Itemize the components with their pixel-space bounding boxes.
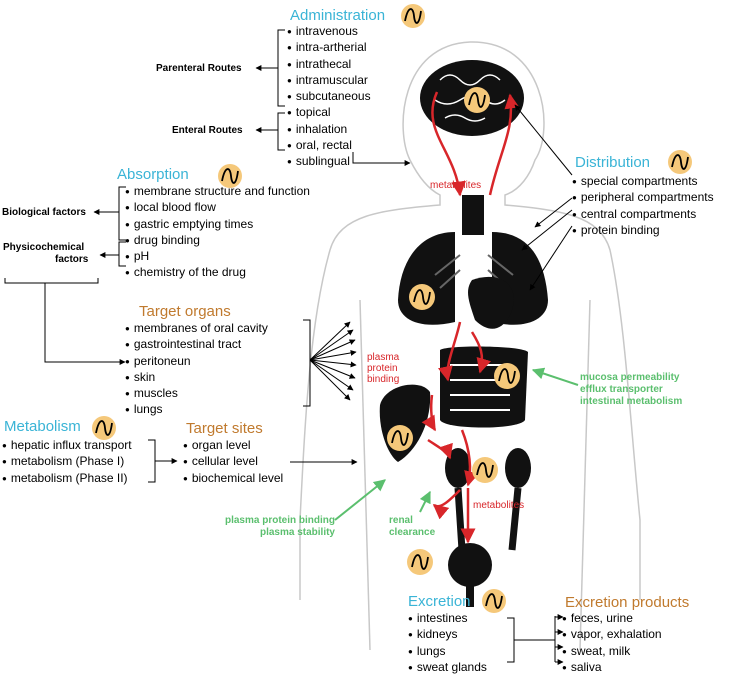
wave-badges [92,4,692,613]
excretion-list: intestines kidneys lungs sweat glands [408,611,487,676]
list-item: sublingual [287,154,371,170]
absorption-title: Absorption [117,166,189,183]
target-organs-title: Target organs [139,303,231,320]
distribution-title: Distribution [575,154,651,171]
gut-note-3: intestinal metabolism [580,396,683,407]
metabolism-title: Metabolism [4,418,81,435]
plasma-label: plasma [367,352,400,363]
list-item: drug binding [125,233,310,249]
list-item: organ level [183,438,283,454]
metabolites-top-label: metabolites [430,180,482,191]
heart [468,276,514,329]
kidney-right [505,448,531,488]
list-item: inhalation [287,122,371,138]
list-item: metabolism (Phase I) [2,454,132,470]
absorption-list: membrane structure and function local bl… [125,184,310,282]
list-item: intrathecal [287,57,371,73]
list-item: peripheral compartments [572,190,714,206]
list-item: feces, urine [562,611,662,627]
list-item: topical [287,105,371,121]
excretion-products-list: feces, urine vapor, exhalation sweat, mi… [562,611,662,676]
list-item: intravenous [287,24,371,40]
list-item: lungs [408,644,487,660]
list-item: protein binding [572,223,714,239]
list-item: central compartments [572,207,714,223]
list-item: intestines [408,611,487,627]
target-sites-list: organ level cellular level biochemical l… [183,438,283,487]
liver-note-2: plasma stability [259,527,335,538]
bladder [448,543,492,587]
distribution-list: special compartments peripheral compartm… [572,174,714,239]
physicochemical-label: Physicochemical [3,242,85,253]
target-sites-title: Target sites [186,420,263,437]
renal-note-2: clearance [389,527,436,538]
list-item: sweat, milk [562,644,662,660]
binding-label: binding [367,374,400,385]
list-item: special compartments [572,174,714,190]
protein-label: protein [367,363,398,374]
target-organs-list: membranes of oral cavity gastrointestina… [125,321,268,419]
list-item: membrane structure and function [125,184,310,200]
list-item: gastrointestinal tract [125,337,268,353]
parenteral-routes-label: Parenteral Routes [156,63,242,74]
red-arrows [421,91,520,544]
list-item: muscles [125,386,268,402]
body-outline [299,41,641,651]
list-item: local blood flow [125,200,310,216]
trachea [462,195,484,235]
administration-routes-list: intravenous intra-artherial intrathecal … [287,24,371,171]
list-item: vapor, exhalation [562,627,662,643]
list-item: gastric emptying times [125,217,310,233]
list-item: cellular level [183,454,283,470]
liver [379,384,431,462]
intestines [440,346,528,428]
gut-note-1: mucosa permeability [580,372,680,383]
list-item: intra-artherial [287,40,371,56]
list-item: pH [125,249,310,265]
excretion-title: Excretion [408,593,471,610]
list-item: peritoneun [125,354,268,370]
liver-note-1: plasma protein binding [224,515,335,526]
list-item: membranes of oral cavity [125,321,268,337]
green-arrows [334,367,579,521]
biological-factors-label: Biological factors [2,207,86,218]
excretion-products-title: Excretion products [565,594,690,611]
enteral-routes-label: Enteral Routes [172,125,243,136]
metabolism-list: hepatic influx transport metabolism (Pha… [2,438,132,487]
list-item: lungs [125,402,268,418]
list-item: metabolism (Phase II) [2,471,132,487]
urethra [466,585,474,607]
list-item: oral, rectal [287,138,371,154]
list-item: kidneys [408,627,487,643]
gut-note-2: efflux transporter [580,384,663,395]
metabolites-bottom-label: metabolites [473,500,525,511]
list-item: intramuscular [287,73,371,89]
renal-note-1: renal [389,515,413,526]
list-item: subcutaneous [287,89,371,105]
list-item: biochemical level [183,471,283,487]
administration-title: Administration [290,7,386,24]
list-item: skin [125,370,268,386]
list-item: hepatic influx transport [2,438,132,454]
factors-label: factors [55,254,89,265]
list-item: chemistry of the drug [125,265,310,281]
